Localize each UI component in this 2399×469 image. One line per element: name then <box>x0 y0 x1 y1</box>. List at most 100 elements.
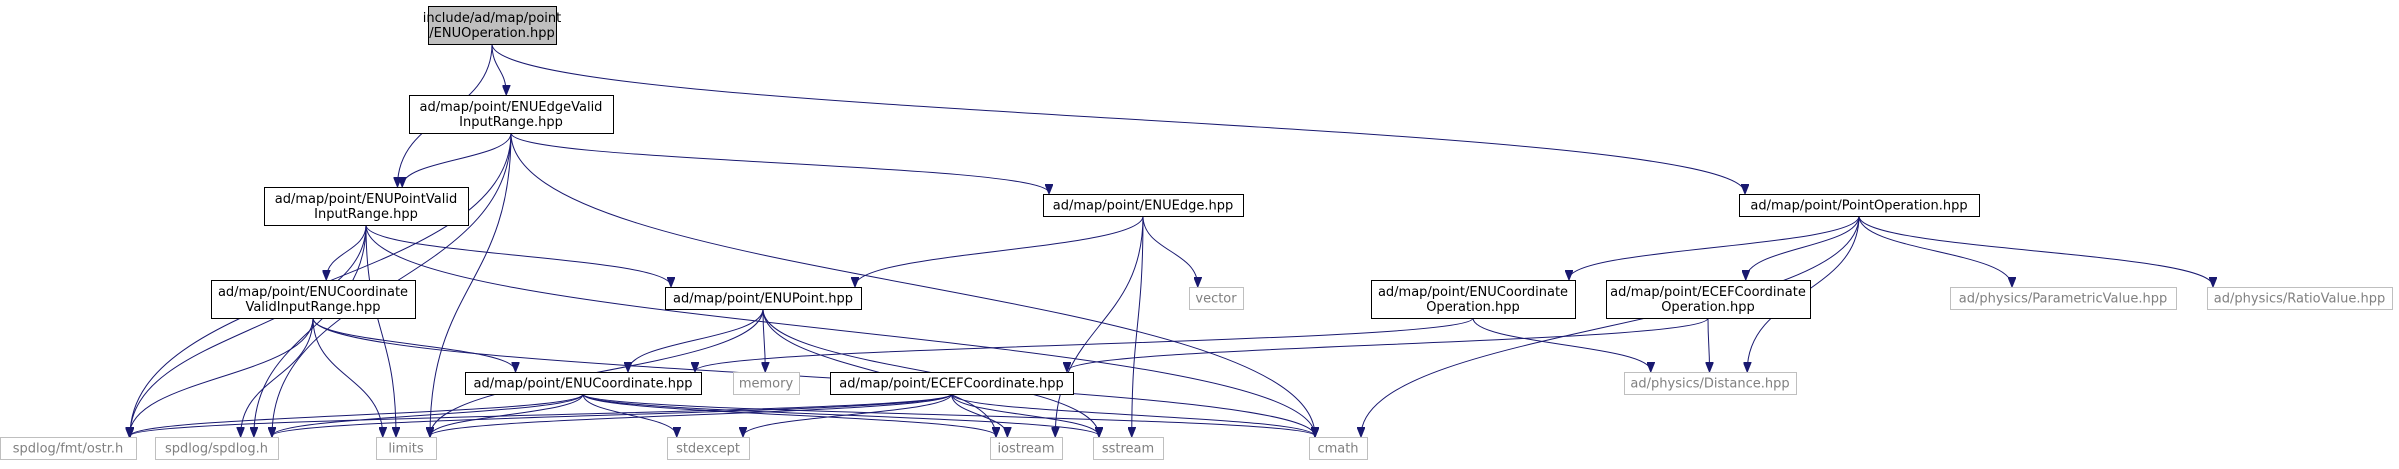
edge-enu_edge_valid-to-enu_edge <box>510 132 1049 193</box>
node-box <box>2207 287 2393 310</box>
edge-ecef_coordinate-to-stdexcept <box>743 393 952 436</box>
node-enu-point[interactable]: ad/map/point/ENUPoint.hpp <box>665 287 862 310</box>
node-label: ad/map/point/ENUEdgeValid <box>420 100 603 115</box>
edge-line <box>582 393 1315 436</box>
node-box <box>376 437 437 460</box>
node-box <box>465 372 702 395</box>
node-label: ad/map/point/ENUPointValid <box>275 192 457 207</box>
edge-line <box>130 393 952 436</box>
edge-enu_point_valid-to-enu_point <box>365 224 671 286</box>
node-vector: vector <box>1189 287 1244 310</box>
edge-line <box>510 132 1049 193</box>
edge-line <box>510 132 1315 436</box>
edge-line <box>312 317 516 371</box>
node-ecef-coordinate[interactable]: ad/map/point/ECEFCoordinate.hpp <box>830 372 1074 395</box>
edge-line <box>582 393 1099 436</box>
node-label: Operation.hpp <box>1661 300 1755 315</box>
edge-line <box>365 224 1315 436</box>
node-box <box>155 437 279 460</box>
edge-line <box>1361 215 1860 436</box>
edge-line <box>695 317 1474 371</box>
edge-line <box>855 215 1144 286</box>
node-enu-coordinate[interactable]: ad/map/point/ENUCoordinate.hpp <box>465 372 702 395</box>
node-label: ad/physics/RatioValue.hpp <box>2214 292 2385 307</box>
node-label: include/ad/map/point <box>423 11 562 26</box>
edge-enu_point_valid-to-enu_coord_valid <box>326 224 367 279</box>
edge-point_operation-to-ratio_value <box>1858 215 2213 286</box>
edge-line <box>1067 317 1709 371</box>
node-label: ad/physics/ParametricValue.hpp <box>1959 292 2167 307</box>
edge-line <box>491 43 1745 193</box>
node-label: memory <box>739 377 794 392</box>
edge-line <box>628 308 764 371</box>
edge-line <box>743 393 952 436</box>
edge-ecef_coord_op-to-distance <box>1708 317 1710 371</box>
edge-enu_coord_valid-to-limits <box>312 317 383 436</box>
node-label: ad/map/point/ENUCoordinate <box>1378 285 1568 300</box>
edge-enu_coordinate-to-ostr <box>130 393 584 436</box>
node-box <box>1309 437 1368 460</box>
edge-enu_coordinate-to-spdlog <box>272 393 584 436</box>
edge-enu_point_valid-to-ostr <box>130 224 367 436</box>
node-enu-coord-valid[interactable]: ad/map/point/ENUCoordinateValidInputRang… <box>211 280 416 319</box>
node-limits: limits <box>376 437 437 460</box>
node-box <box>733 372 800 395</box>
edge-line <box>1132 215 1144 436</box>
node-sstream: sstream <box>1093 437 1164 460</box>
node-distance: ad/physics/Distance.hpp <box>1624 372 1797 395</box>
node-point-operation[interactable]: ad/map/point/PointOperation.hpp <box>1739 194 1980 217</box>
edge-enu_edge-to-enu_point <box>855 215 1144 286</box>
edge-enu_coord_valid-to-enu_coordinate <box>312 317 516 371</box>
node-ratio-value: ad/physics/RatioValue.hpp <box>2207 287 2393 310</box>
node-enu-edge[interactable]: ad/map/point/ENUEdge.hpp <box>1043 194 1244 217</box>
node-box <box>1093 437 1164 460</box>
edge-enu_operation-to-point_operation <box>491 43 1745 193</box>
node-label: ad/map/point/ECEFCoordinate.hpp <box>839 377 1064 392</box>
edge-line <box>312 317 383 436</box>
node-cmath: cmath <box>1309 437 1368 460</box>
edge-enu_edge_valid-to-enu_point_valid <box>402 132 512 186</box>
edge-enu_edge_valid-to-cmath <box>510 132 1315 436</box>
node-label: ad/map/point/ECEFCoordinate <box>1610 285 1806 300</box>
edge-line <box>130 393 584 436</box>
edge-line <box>582 393 677 436</box>
edge-enu_coordinate-to-stdexcept <box>582 393 677 436</box>
edge-point_operation-to-cmath <box>1361 215 1860 436</box>
edge-line <box>1142 215 1198 286</box>
edge-line <box>1055 215 1144 436</box>
edge-line <box>365 224 396 436</box>
edge-enu_coordinate-to-limits <box>430 393 584 436</box>
node-enu-operation[interactable]: include/ad/map/point/ENUOperation.hpp <box>423 6 562 45</box>
edge-enu_coordinate-to-iostream <box>582 393 996 436</box>
edge-enu_point-to-memory <box>763 308 765 371</box>
edge-line <box>1858 215 2213 286</box>
node-box <box>990 437 1063 460</box>
node-box <box>211 280 416 319</box>
edge-line <box>272 393 952 436</box>
edge-line <box>272 393 584 436</box>
edge-line <box>951 393 1100 436</box>
edge-line <box>129 317 314 436</box>
edge-line <box>1708 317 1710 371</box>
edge-line <box>130 224 367 436</box>
node-box <box>1624 372 1797 395</box>
edge-enu_coord_valid-to-spdlog <box>241 317 314 436</box>
node-box <box>428 6 557 45</box>
edge-line <box>241 317 314 436</box>
node-label: ad/map/point/PointOperation.hpp <box>1750 199 1967 214</box>
node-label: iostream <box>997 442 1054 457</box>
edge-enu_edge-to-vector <box>1142 215 1198 286</box>
edge-line <box>430 132 512 436</box>
edge-enu_coord_valid-to-cmath <box>312 317 1315 436</box>
edge-line <box>1746 215 1860 279</box>
edge-line <box>582 393 996 436</box>
node-label: vector <box>1195 292 1237 307</box>
node-box <box>0 437 137 460</box>
node-box <box>409 95 614 134</box>
edge-line <box>326 224 367 279</box>
